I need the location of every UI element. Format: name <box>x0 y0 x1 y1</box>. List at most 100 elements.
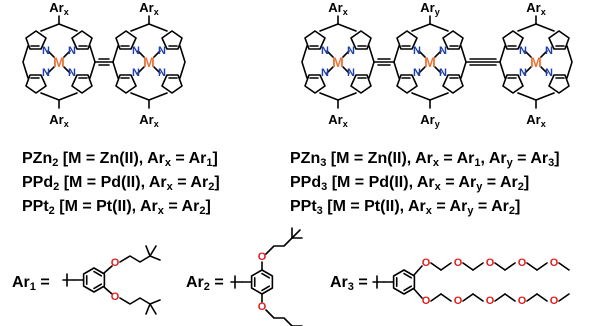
nitrogen-atom: N <box>347 67 355 79</box>
bond <box>540 66 548 74</box>
bond <box>524 50 532 58</box>
meso-bridge <box>319 92 357 101</box>
nitrogen-atom: N <box>439 67 447 79</box>
bond <box>418 66 426 74</box>
bond <box>149 299 161 305</box>
nitrogen-atom: N <box>519 67 527 79</box>
metal-atom: M <box>424 54 436 70</box>
nitrogen-atom: N <box>545 67 553 79</box>
benzene-ring <box>392 269 416 295</box>
aryl-label-bottom: Arx <box>139 112 158 129</box>
bond <box>63 66 71 74</box>
bond <box>291 229 301 239</box>
bond <box>145 245 151 257</box>
ar2-label: Ar2 = <box>186 274 224 293</box>
bond <box>153 66 161 74</box>
nitrogen-atom: N <box>519 45 527 57</box>
oxygen-atom: O <box>486 257 495 269</box>
bond <box>342 50 350 58</box>
nitrogen-atom: N <box>158 45 166 57</box>
oxygen-atom: O <box>111 291 120 303</box>
bond <box>524 66 532 74</box>
nitrogen-atom: N <box>321 45 329 57</box>
bond <box>472 293 484 302</box>
pyrrole-ring <box>502 74 524 94</box>
benzene-ring <box>82 267 106 293</box>
nitrogen-atom: N <box>132 67 140 79</box>
bond <box>149 245 157 257</box>
pyrrole-ring <box>442 74 464 94</box>
nitrogen-atom: N <box>413 45 421 57</box>
alkyl-chain <box>119 255 151 263</box>
bond <box>504 293 516 302</box>
compound-ppd2: PPd2 [M = Pd(II), Arx = Ar2] <box>22 174 220 193</box>
bond <box>540 50 548 58</box>
metal-atom: M <box>332 54 344 70</box>
nitrogen-atom: N <box>42 67 50 79</box>
pyrrole-ring <box>304 30 326 50</box>
compound-ppt2: PPt2 [M = Pt(II), Arx = Ar2] <box>22 198 211 217</box>
meso-bridge <box>130 23 168 32</box>
pyrrole-ring <box>350 74 372 94</box>
oxygen-atom: O <box>454 295 463 307</box>
bond <box>440 293 452 302</box>
pyrrole-ring <box>350 30 372 50</box>
oxygen-atom: O <box>111 257 120 269</box>
bond <box>526 262 538 271</box>
bond <box>504 262 516 271</box>
ar1-structure: OO <box>62 245 161 315</box>
pyrrole-ring <box>548 30 570 50</box>
bond <box>430 293 442 302</box>
bond <box>462 293 474 302</box>
bond <box>494 293 506 302</box>
meso-bridge <box>40 23 78 32</box>
aryl-label-top: Arx <box>139 0 158 17</box>
bond <box>536 262 548 271</box>
nitrogen-atom: N <box>132 45 140 57</box>
ar1-label: Ar1 = <box>12 274 50 293</box>
bond <box>326 66 334 74</box>
oxygen-atom: O <box>550 295 559 307</box>
nitrogen-atom: N <box>439 45 447 57</box>
nitrogen-atom: N <box>413 67 421 79</box>
bond <box>536 293 548 302</box>
oxygen-atom: O <box>422 257 431 269</box>
pyrrole-ring <box>502 30 524 50</box>
bond <box>145 303 151 315</box>
aryl-label-top: Arx <box>328 0 347 17</box>
metal-atom: M <box>143 54 155 70</box>
nitrogen-atom: N <box>42 45 50 57</box>
oxygen-atom: O <box>518 295 527 307</box>
aryl-label-top: Arx <box>526 0 545 17</box>
bond <box>558 293 570 302</box>
bond <box>47 66 55 74</box>
bond <box>413 265 423 276</box>
alkyne-linker <box>465 58 501 66</box>
meso-bridge <box>319 23 357 32</box>
nitrogen-atom: N <box>545 45 553 57</box>
bond <box>558 262 570 271</box>
bond <box>137 66 145 74</box>
pyrrole-ring <box>71 30 93 50</box>
meso-bridge <box>411 92 449 101</box>
oxygen-atom: O <box>518 257 527 269</box>
pyrrole-ring <box>161 30 183 50</box>
compound-pzn2: PZn2 [M = Zn(II), Arx = Ar1] <box>22 150 218 169</box>
bond <box>63 50 71 58</box>
oxygen-atom: O <box>454 257 463 269</box>
bond <box>434 66 442 74</box>
nitrogen-atom: N <box>347 45 355 57</box>
bond <box>342 66 350 74</box>
bond <box>149 303 157 315</box>
pyrrole-ring <box>161 74 183 94</box>
oxygen-atom: O <box>422 295 431 307</box>
meso-bridge <box>130 92 168 101</box>
metal-atom: M <box>53 54 65 70</box>
pyrrole-ring <box>396 30 418 50</box>
bond <box>526 293 538 302</box>
oxygen-atom: O <box>550 257 559 269</box>
